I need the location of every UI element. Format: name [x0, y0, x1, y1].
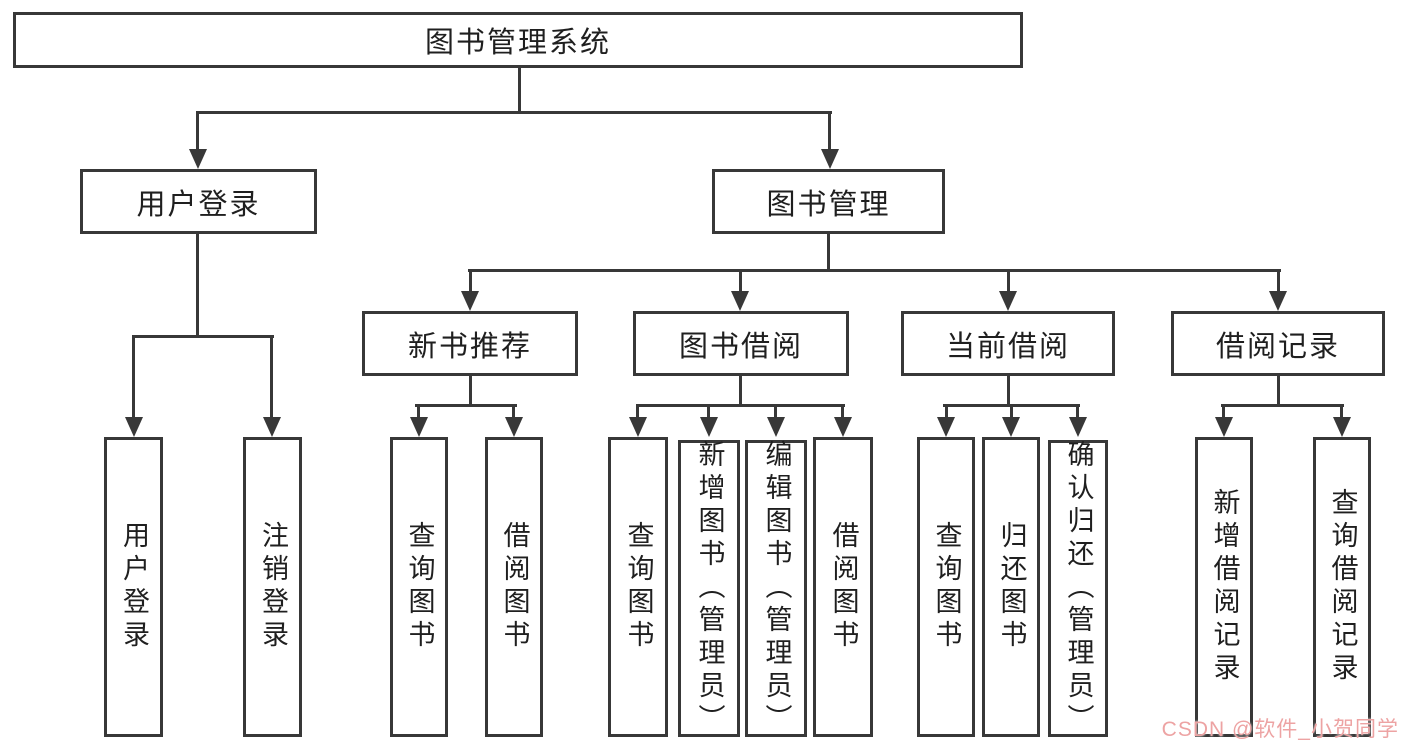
node-leaf-user-login-label: 用户登录: [119, 521, 149, 653]
node-leaf-query-borrow-record-label: 查询借阅记录: [1327, 488, 1358, 686]
connector-line: [518, 68, 521, 113]
node-leaf-edit-book-admin: 编辑图书（管理员）: [745, 440, 807, 737]
connector-line: [1222, 404, 1225, 418]
connector-line: [739, 269, 742, 293]
connector-line: [512, 404, 515, 418]
node-borrow-records-label: 借阅记录: [1215, 330, 1340, 363]
connector-line: [828, 111, 831, 149]
connector-line: [132, 335, 135, 417]
connector-line: [774, 404, 777, 418]
connector-line: [1007, 376, 1010, 407]
node-book-borrow: 图书借阅: [633, 311, 849, 376]
node-leaf-query-book-2-label: 查询图书: [623, 521, 654, 653]
node-current-borrow-label: 当前借阅: [945, 330, 1070, 363]
node-new-book-recommend: 新书推荐: [362, 311, 578, 376]
node-leaf-logout-label: 注销登录: [258, 521, 288, 653]
node-user-login: 用户登录: [80, 169, 317, 234]
arrow-down-icon: [999, 291, 1017, 311]
node-borrow-records: 借阅记录: [1171, 311, 1385, 376]
node-root: 图书管理系统: [13, 12, 1023, 68]
connector-line: [196, 111, 199, 149]
node-new-book-recommend-label: 新书推荐: [407, 330, 532, 363]
node-leaf-borrow-book-2-label: 借阅图书: [828, 521, 859, 653]
node-leaf-add-book-admin-label: 新增图书（管理员）: [694, 440, 725, 737]
arrow-down-icon: [410, 417, 428, 437]
arrow-down-icon: [125, 417, 143, 437]
arrow-down-icon: [834, 417, 852, 437]
node-leaf-return-book: 归还图书: [982, 437, 1040, 737]
connector-line: [1277, 269, 1280, 293]
node-leaf-logout: 注销登录: [243, 437, 302, 737]
connector-line: [197, 111, 832, 114]
arrow-down-icon: [1269, 291, 1287, 311]
connector-line: [132, 335, 274, 338]
arrow-down-icon: [1069, 417, 1087, 437]
node-root-label: 图书管理系统: [424, 27, 611, 59]
connector-line: [1277, 376, 1280, 407]
node-leaf-add-borrow-record-label: 新增借阅记录: [1209, 488, 1240, 686]
node-leaf-query-borrow-record: 查询借阅记录: [1313, 437, 1371, 737]
node-current-borrow: 当前借阅: [901, 311, 1115, 376]
connector-line: [196, 234, 199, 337]
connector-line: [469, 376, 472, 407]
node-leaf-edit-book-admin-label: 编辑图书（管理员）: [761, 440, 792, 737]
arrow-down-icon: [821, 149, 839, 169]
node-leaf-query-book-2: 查询图书: [608, 437, 668, 737]
arrow-down-icon: [189, 149, 207, 169]
node-leaf-borrow-book-1-label: 借阅图书: [499, 521, 530, 653]
arrow-down-icon: [1215, 417, 1233, 437]
arrow-down-icon: [1002, 417, 1020, 437]
connector-line: [827, 234, 830, 271]
connector-line: [1340, 404, 1343, 418]
node-leaf-query-book-3-label: 查询图书: [931, 521, 962, 653]
csdn-watermark: CSDN @软件_小贺同学: [1161, 718, 1399, 741]
node-leaf-query-book-1-label: 查询图书: [404, 521, 435, 653]
arrow-down-icon: [1333, 417, 1351, 437]
node-leaf-return-book-label: 归还图书: [996, 521, 1027, 653]
arrow-down-icon: [505, 417, 523, 437]
arrow-down-icon: [700, 417, 718, 437]
node-book-management: 图书管理: [712, 169, 945, 234]
arrow-down-icon: [629, 417, 647, 437]
arrow-down-icon: [937, 417, 955, 437]
node-leaf-user-login: 用户登录: [104, 437, 163, 737]
connector-line: [1221, 404, 1344, 407]
node-leaf-confirm-return-admin: 确认归还（管理员）: [1048, 440, 1108, 737]
node-leaf-confirm-return-admin-label: 确认归还（管理员）: [1063, 440, 1094, 737]
connector-line: [1007, 269, 1010, 293]
node-leaf-borrow-book-2: 借阅图书: [813, 437, 873, 737]
node-leaf-add-borrow-record: 新增借阅记录: [1195, 437, 1253, 737]
arrow-down-icon: [767, 417, 785, 437]
node-leaf-borrow-book-1: 借阅图书: [485, 437, 543, 737]
connector-line: [636, 404, 845, 407]
connector-line: [415, 404, 517, 407]
arrow-down-icon: [461, 291, 479, 311]
arrow-down-icon: [263, 417, 281, 437]
connector-line: [636, 404, 639, 418]
node-leaf-query-book-1: 查询图书: [390, 437, 448, 737]
connector-line: [945, 404, 948, 418]
arrow-down-icon: [731, 291, 749, 311]
connector-line: [1010, 404, 1013, 418]
connector-line: [469, 269, 472, 293]
connector-line: [739, 376, 742, 407]
connector-line: [270, 335, 273, 417]
node-leaf-add-book-admin: 新增图书（管理员）: [678, 440, 740, 737]
connector-line: [468, 269, 1281, 272]
node-user-login-label: 用户登录: [136, 188, 261, 221]
node-book-management-label: 图书管理: [766, 188, 891, 221]
connector-line: [417, 404, 420, 418]
connector-line: [707, 404, 710, 418]
connector-line: [1076, 404, 1079, 418]
node-book-borrow-label: 图书借阅: [678, 330, 803, 363]
connector-line: [841, 404, 844, 418]
node-leaf-query-book-3: 查询图书: [917, 437, 975, 737]
